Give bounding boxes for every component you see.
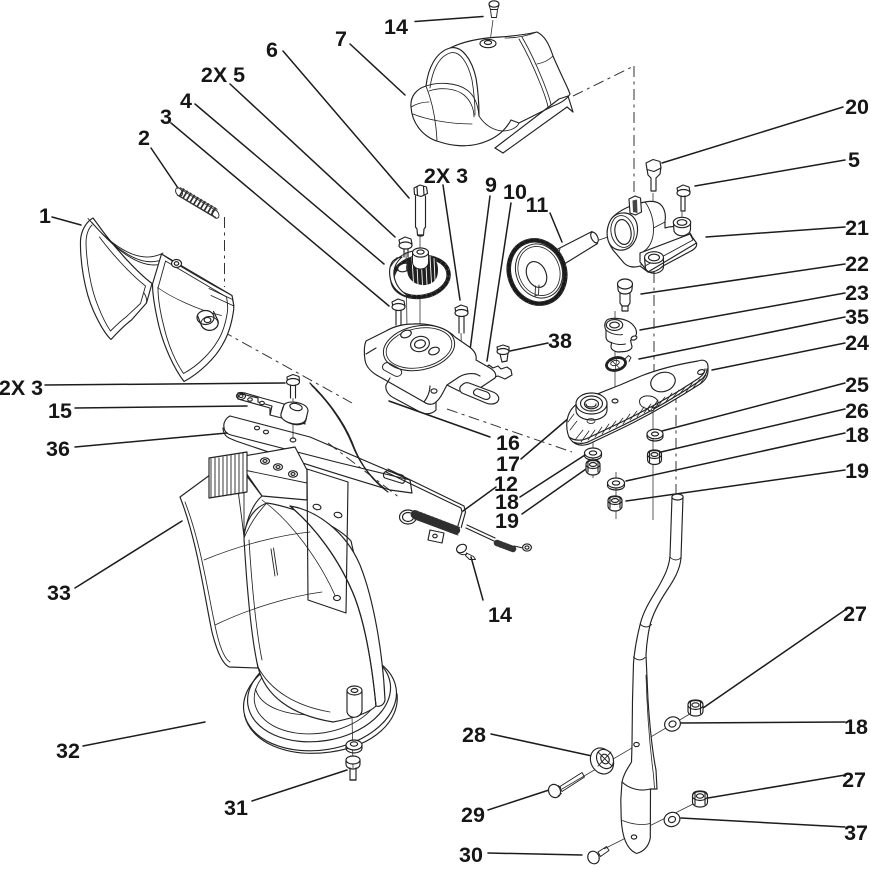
svg-text:30: 30 bbox=[459, 843, 483, 867]
svg-text:27: 27 bbox=[842, 768, 866, 792]
svg-text:4: 4 bbox=[180, 89, 192, 113]
svg-text:35: 35 bbox=[845, 305, 869, 329]
svg-text:14: 14 bbox=[488, 603, 512, 627]
svg-text:21: 21 bbox=[845, 216, 869, 240]
svg-text:2: 2 bbox=[138, 126, 150, 150]
svg-text:37: 37 bbox=[844, 821, 868, 845]
svg-text:6: 6 bbox=[266, 38, 278, 62]
svg-text:27: 27 bbox=[843, 602, 867, 626]
svg-text:26: 26 bbox=[845, 399, 869, 423]
svg-text:2X 5: 2X 5 bbox=[201, 63, 245, 87]
svg-text:17: 17 bbox=[496, 452, 520, 476]
svg-text:7: 7 bbox=[335, 27, 347, 51]
svg-text:20: 20 bbox=[845, 95, 869, 119]
svg-text:14: 14 bbox=[384, 15, 408, 39]
svg-text:3: 3 bbox=[160, 105, 172, 129]
svg-text:38: 38 bbox=[548, 329, 572, 353]
svg-text:33: 33 bbox=[47, 581, 71, 605]
svg-text:2X 3: 2X 3 bbox=[424, 164, 468, 188]
svg-text:29: 29 bbox=[461, 803, 485, 827]
svg-text:12: 12 bbox=[494, 472, 518, 496]
svg-text:16: 16 bbox=[496, 431, 520, 455]
svg-text:15: 15 bbox=[48, 399, 72, 423]
svg-text:2X 3: 2X 3 bbox=[0, 376, 43, 400]
svg-text:11: 11 bbox=[526, 193, 549, 217]
svg-text:36: 36 bbox=[46, 437, 70, 461]
svg-text:10: 10 bbox=[503, 180, 527, 204]
svg-text:28: 28 bbox=[462, 723, 486, 747]
svg-text:25: 25 bbox=[845, 373, 869, 397]
svg-text:5: 5 bbox=[848, 148, 860, 172]
svg-text:23: 23 bbox=[845, 281, 869, 305]
svg-text:31: 31 bbox=[224, 796, 248, 820]
svg-text:18: 18 bbox=[495, 490, 519, 514]
svg-text:1: 1 bbox=[39, 204, 51, 228]
svg-text:22: 22 bbox=[845, 252, 869, 276]
svg-text:19: 19 bbox=[495, 509, 519, 533]
svg-text:9: 9 bbox=[485, 173, 497, 197]
svg-text:18: 18 bbox=[844, 715, 868, 739]
svg-text:19: 19 bbox=[845, 459, 869, 483]
svg-text:18: 18 bbox=[845, 423, 869, 447]
svg-text:32: 32 bbox=[56, 739, 80, 763]
svg-text:24: 24 bbox=[845, 331, 869, 355]
